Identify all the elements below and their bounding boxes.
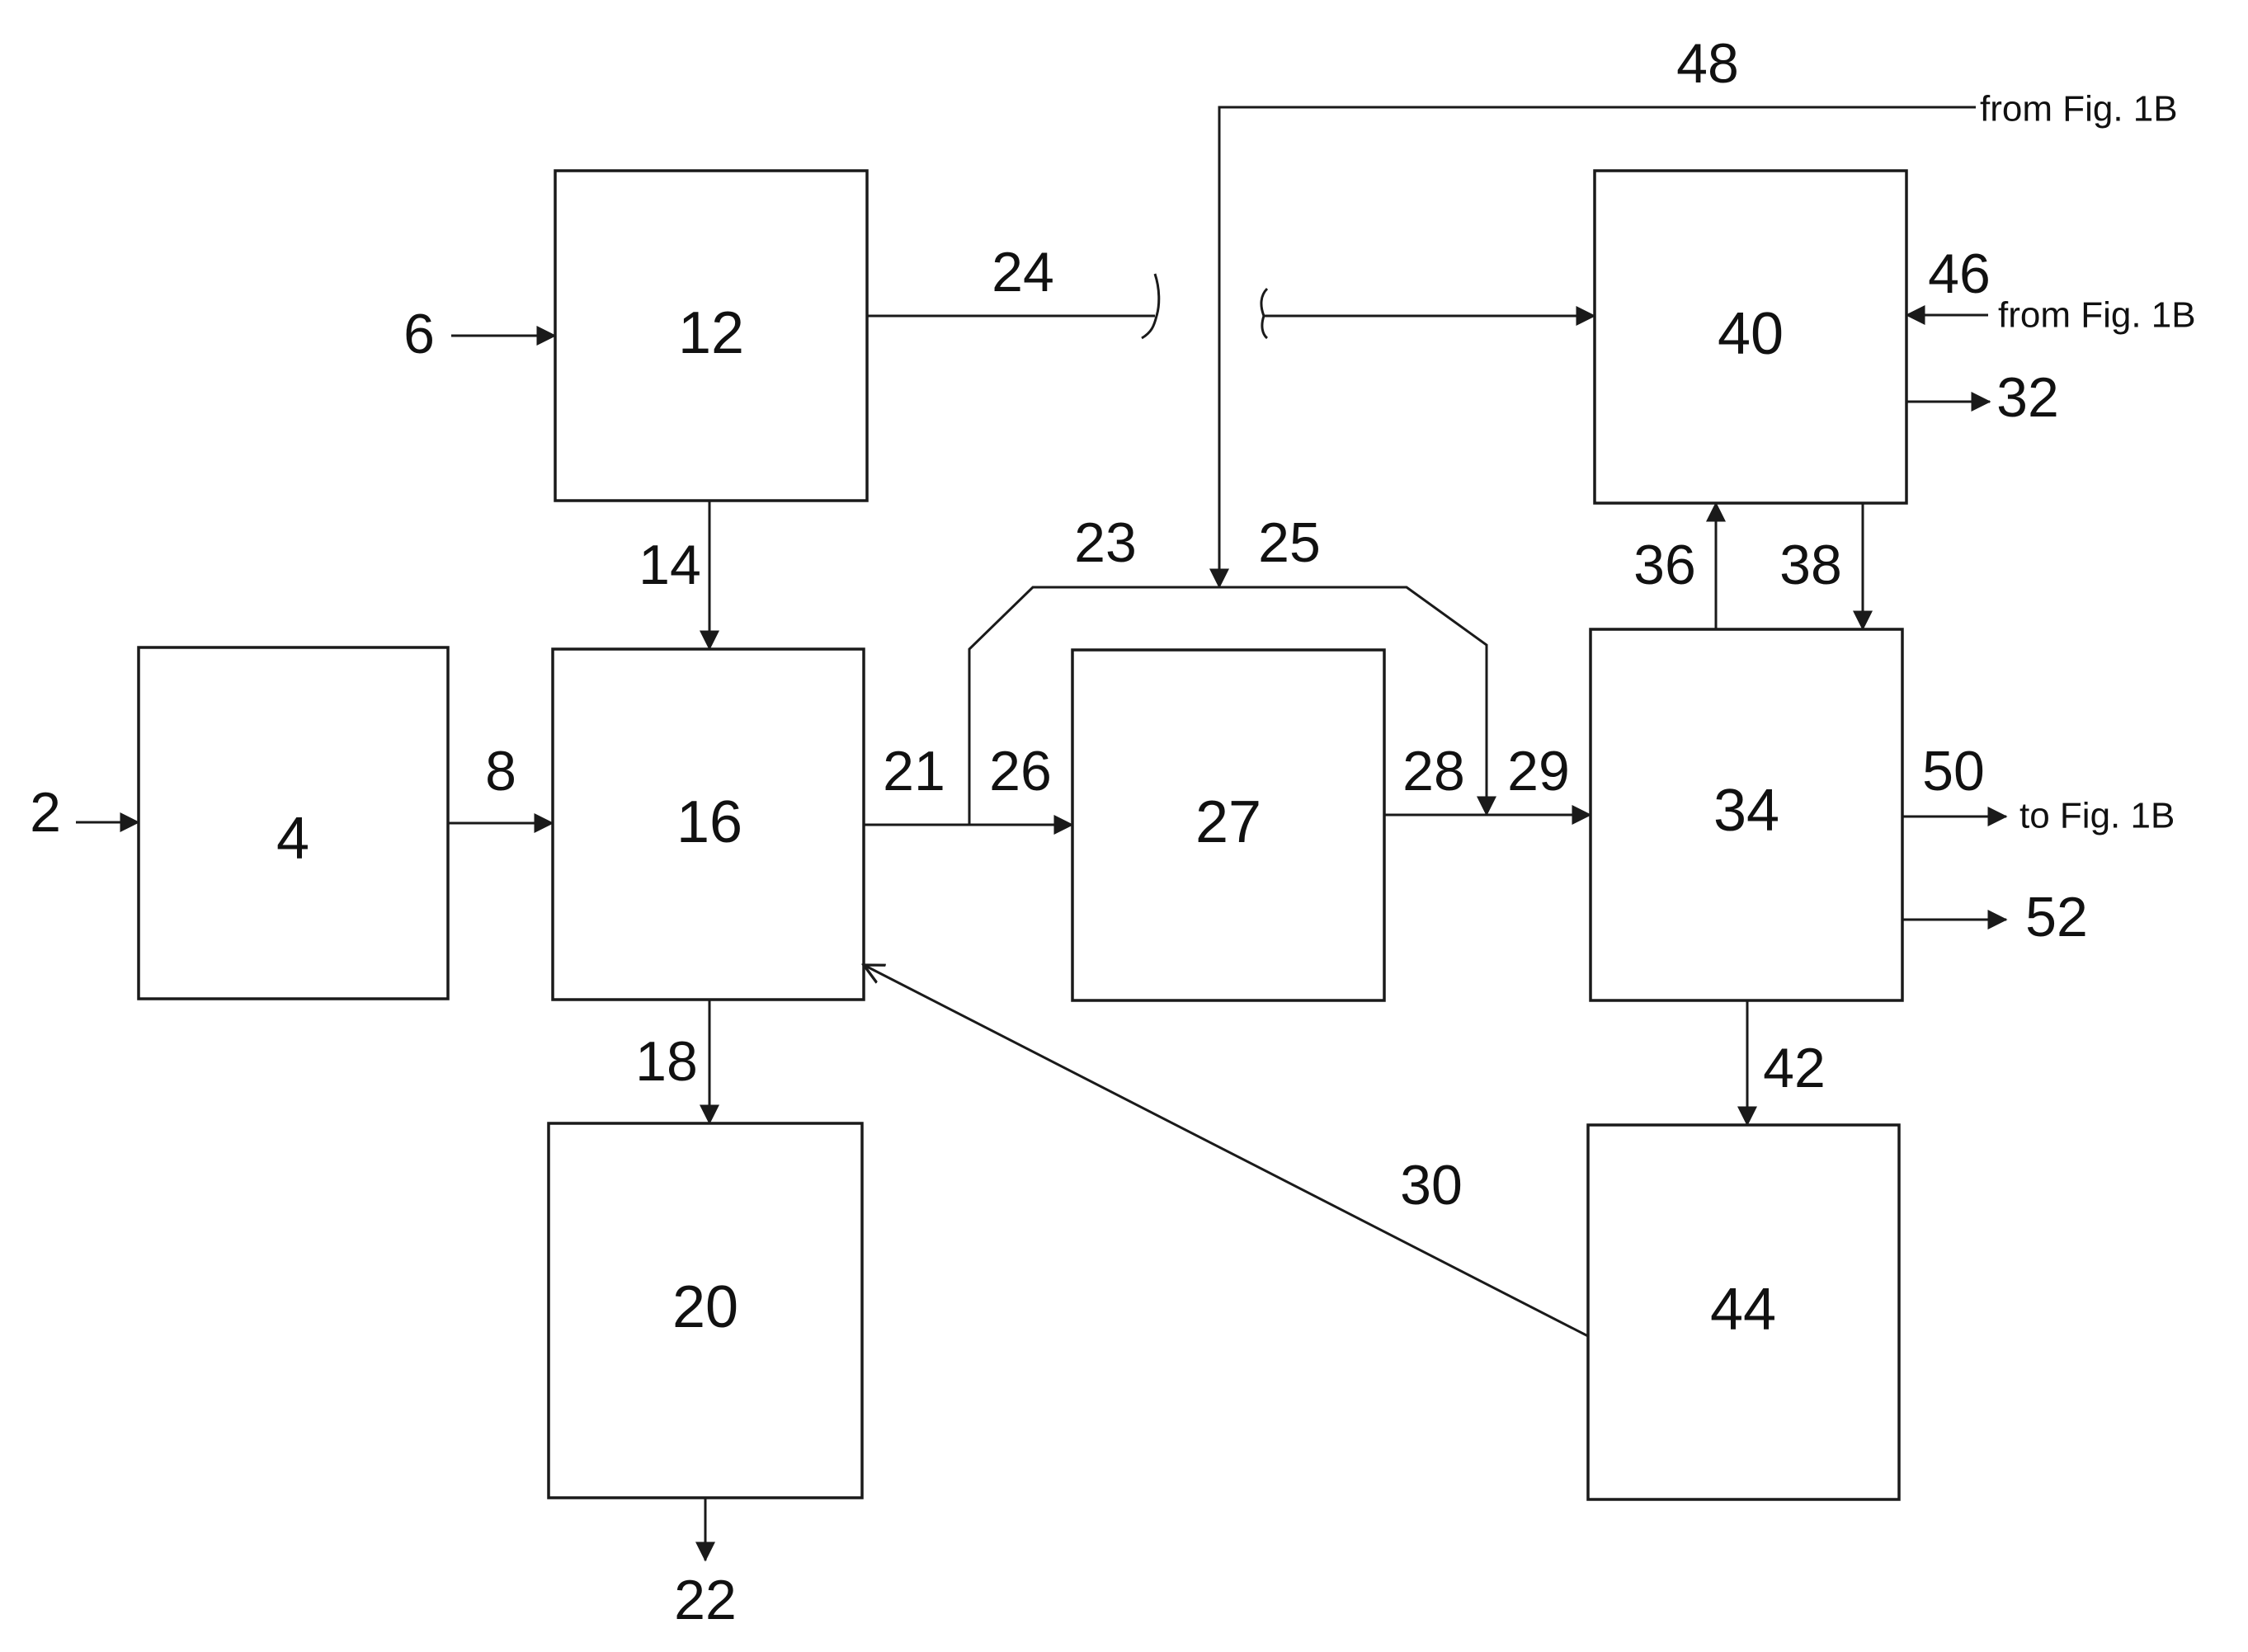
unit-label-4: 4 <box>276 806 309 872</box>
stream-label-30: 30 <box>1400 1154 1463 1217</box>
unit-box-12: 12 <box>555 171 867 501</box>
stream-label-18: 18 <box>635 1030 698 1093</box>
stream-label-2: 2 <box>30 781 61 844</box>
stream-label-6: 6 <box>403 303 435 365</box>
unit-label-12: 12 <box>678 300 744 366</box>
ref-from-fig-1b-right: from Fig. 1B <box>1998 295 2196 336</box>
unit-label-27: 27 <box>1195 789 1261 855</box>
stream-label-42: 42 <box>1763 1037 1826 1099</box>
stream-label-8: 8 <box>485 740 516 802</box>
unit-box-4: 4 <box>139 647 448 999</box>
stream-label-25: 25 <box>1258 511 1321 574</box>
stream-label-48: 48 <box>1676 32 1739 95</box>
stream-label-14: 14 <box>639 534 701 596</box>
stream-label-50: 50 <box>1922 740 1985 802</box>
unit-label-34: 34 <box>1713 778 1779 844</box>
stream-24-break-left <box>1142 274 1159 338</box>
stream-label-21: 21 <box>883 740 945 802</box>
stream-label-24: 24 <box>992 241 1054 304</box>
ref-from-fig-1b-top: from Fig. 1B <box>1980 89 2178 129</box>
stream-label-38: 38 <box>1779 534 1842 596</box>
stream-label-29: 29 <box>1507 740 1570 802</box>
stream-label-22: 22 <box>674 1569 737 1631</box>
stream-label-46: 46 <box>1928 242 1991 305</box>
stream-label-36: 36 <box>1633 534 1696 596</box>
stream-label-28: 28 <box>1402 740 1465 802</box>
unit-label-20: 20 <box>672 1274 738 1340</box>
stream-label-52: 52 <box>2025 886 2088 948</box>
stream-label-26: 26 <box>989 740 1052 802</box>
unit-box-16: 16 <box>553 649 864 1000</box>
unit-box-27: 27 <box>1072 650 1384 1000</box>
unit-box-40: 40 <box>1595 171 1906 503</box>
unit-label-44: 44 <box>1710 1277 1776 1343</box>
unit-box-44: 44 <box>1588 1125 1899 1499</box>
unit-box-34: 34 <box>1591 629 1902 1000</box>
stream-label-32: 32 <box>1996 366 2059 429</box>
stream-label-23: 23 <box>1074 511 1137 574</box>
stream-30-recycle-arrow <box>864 965 1588 1336</box>
unit-box-20: 20 <box>549 1123 862 1498</box>
ref-to-fig-1b: to Fig. 1B <box>2019 796 2175 836</box>
stream-24-break-right <box>1261 289 1267 338</box>
unit-label-16: 16 <box>676 789 742 855</box>
unit-label-40: 40 <box>1718 301 1784 367</box>
